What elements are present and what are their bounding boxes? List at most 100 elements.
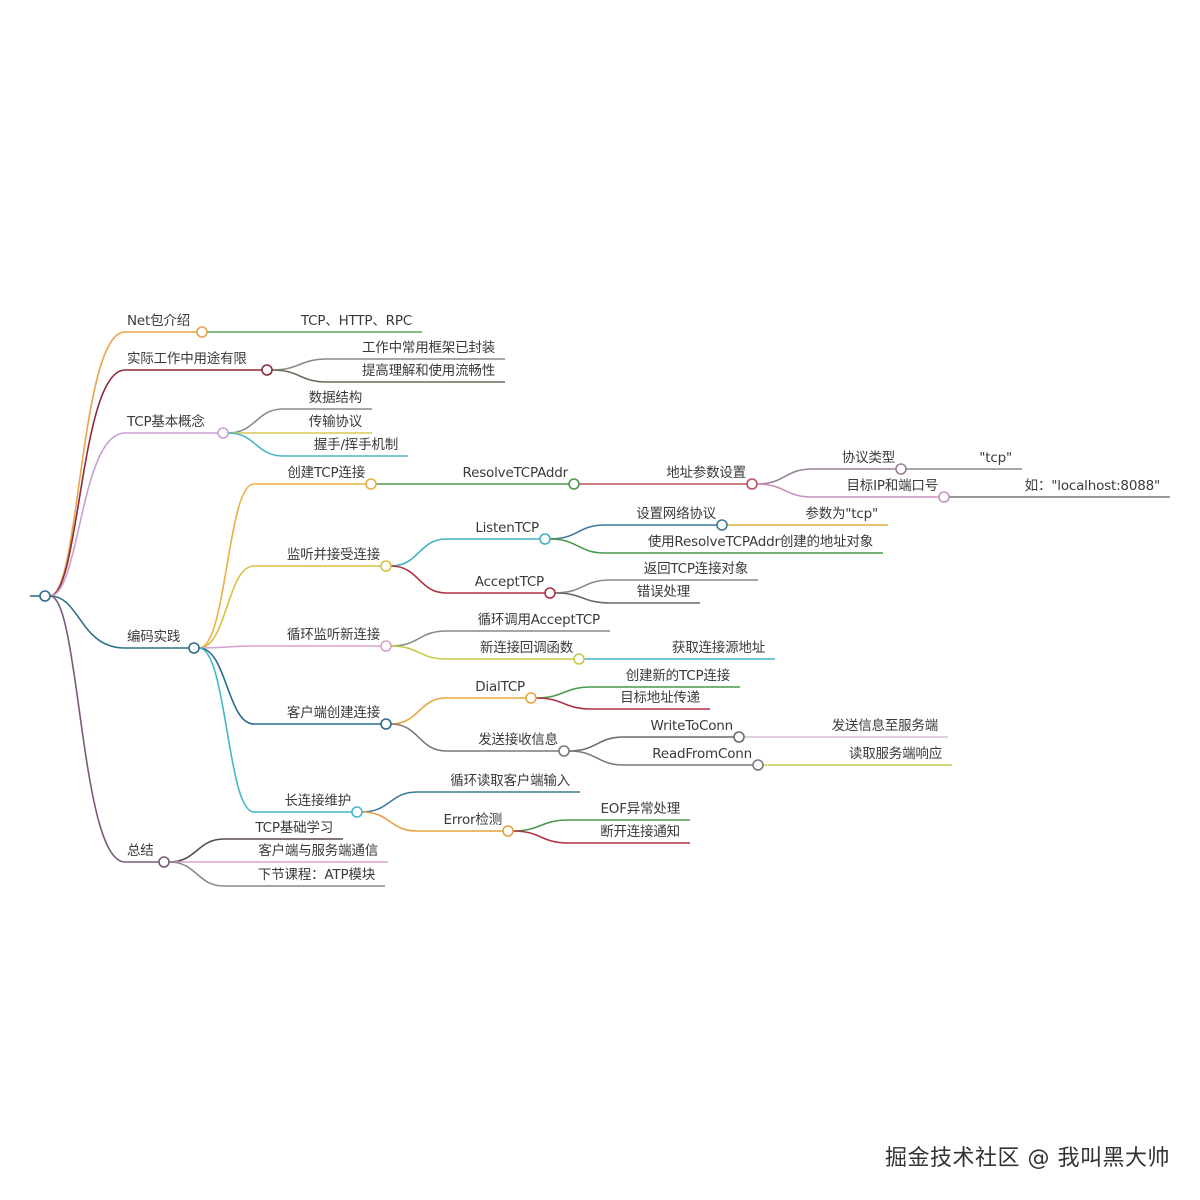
node-dial1[interactable]: 创建新的TCP连接 bbox=[625, 668, 730, 684]
link-accept bbox=[390, 565, 545, 594]
node-proto[interactable]: 协议类型 bbox=[841, 450, 895, 466]
collapse-toggle-loop[interactable] bbox=[380, 640, 392, 652]
link-loop1 bbox=[390, 630, 610, 647]
collapse-toggle-root[interactable] bbox=[39, 590, 51, 602]
node-sendrecv[interactable]: 发送接收信息 bbox=[478, 732, 558, 748]
node-write[interactable]: WriteToConn bbox=[650, 718, 734, 734]
collapse-toggle-write[interactable] bbox=[733, 731, 745, 743]
link-work bbox=[49, 369, 262, 597]
node-useaddr[interactable]: 使用ResolveTCPAddr创建的地址对象 bbox=[647, 534, 873, 550]
collapse-toggle-sendrecv[interactable] bbox=[558, 745, 570, 757]
node-sum3[interactable]: 下节课程：ATP模块 bbox=[257, 867, 375, 883]
node-work[interactable]: 实际工作中用途有限 bbox=[127, 351, 247, 367]
link-ip bbox=[756, 483, 939, 498]
node-basic3[interactable]: 握手/挥手机制 bbox=[313, 437, 398, 453]
link-useaddr bbox=[549, 538, 883, 554]
node-read1[interactable]: 读取服务端响应 bbox=[848, 746, 942, 762]
collapse-toggle-resolve[interactable] bbox=[568, 478, 580, 490]
link-create bbox=[198, 483, 366, 649]
collapse-toggle-addr[interactable] bbox=[746, 478, 758, 490]
link-listen bbox=[198, 565, 381, 649]
node-read[interactable]: ReadFromConn bbox=[652, 746, 752, 762]
node-listentcp[interactable]: ListenTCP bbox=[475, 520, 539, 536]
node-err1[interactable]: EOF异常处理 bbox=[600, 801, 680, 817]
link-client bbox=[198, 647, 381, 725]
link-listentcp bbox=[390, 538, 540, 567]
link-basic3 bbox=[227, 432, 408, 457]
collapse-toggle-basic[interactable] bbox=[217, 427, 229, 439]
link-dial bbox=[390, 697, 526, 725]
collapse-toggle-accept[interactable] bbox=[544, 587, 556, 599]
collapse-toggle-proto[interactable] bbox=[895, 463, 907, 475]
link-keep bbox=[198, 647, 352, 813]
node-create[interactable]: 创建TCP连接 bbox=[287, 465, 365, 481]
link-accept2 bbox=[554, 592, 700, 604]
node-ip[interactable]: 目标IP和端口号 bbox=[846, 478, 938, 494]
collapse-toggle-net[interactable] bbox=[196, 326, 208, 338]
link-work2 bbox=[271, 369, 505, 383]
link-sendrecv bbox=[390, 723, 559, 752]
node-dial[interactable]: DialTCP bbox=[475, 679, 525, 695]
collapse-toggle-listentcp[interactable] bbox=[539, 533, 551, 545]
node-err2[interactable]: 断开连接通知 bbox=[600, 824, 680, 840]
node-work1[interactable]: 工作中常用框架已封装 bbox=[362, 340, 495, 356]
node-dial2[interactable]: 目标地址传递 bbox=[620, 690, 700, 706]
collapse-toggle-create[interactable] bbox=[365, 478, 377, 490]
node-resolve[interactable]: ResolveTCPAddr bbox=[462, 465, 569, 481]
link-write bbox=[568, 736, 734, 752]
node-accept1[interactable]: 返回TCP连接对象 bbox=[643, 561, 748, 577]
collapse-toggle-keep[interactable] bbox=[351, 806, 363, 818]
node-ip1[interactable]: 如："localhost:8088" bbox=[1024, 478, 1161, 494]
link-sum3 bbox=[168, 861, 385, 887]
node-net[interactable]: Net包介绍 bbox=[127, 313, 190, 329]
collapse-toggle-code[interactable] bbox=[188, 642, 200, 654]
node-netproto[interactable]: 设置网络协议 bbox=[636, 506, 716, 522]
collapse-toggle-netproto[interactable] bbox=[716, 519, 728, 531]
node-sum1[interactable]: TCP基础学习 bbox=[255, 820, 333, 836]
node-basic1[interactable]: 数据结构 bbox=[308, 390, 362, 406]
node-basic[interactable]: TCP基本概念 bbox=[127, 414, 205, 430]
collapse-toggle-callback[interactable] bbox=[573, 653, 585, 665]
node-addr[interactable]: 地址参数设置 bbox=[666, 465, 746, 481]
collapse-toggle-sum[interactable] bbox=[158, 856, 170, 868]
node-keep[interactable]: 长连接维护 bbox=[284, 793, 352, 809]
link-sum bbox=[49, 595, 159, 863]
node-client[interactable]: 客户端创建连接 bbox=[286, 705, 380, 721]
node-write1[interactable]: 发送信息至服务端 bbox=[831, 718, 939, 734]
collapse-toggle-read[interactable] bbox=[752, 759, 764, 771]
node-net1[interactable]: TCP、HTTP、RPC bbox=[300, 313, 412, 329]
node-loop[interactable]: 循环监听新连接 bbox=[286, 627, 380, 643]
collapse-toggle-work[interactable] bbox=[261, 364, 273, 376]
collapse-toggle-ip[interactable] bbox=[938, 491, 950, 503]
link-loop bbox=[198, 645, 381, 649]
link-code bbox=[49, 595, 189, 649]
node-callback1[interactable]: 获取连接源地址 bbox=[671, 640, 765, 656]
node-accept2[interactable]: 错误处理 bbox=[636, 584, 690, 600]
link-read bbox=[568, 750, 753, 766]
link-err bbox=[361, 811, 503, 832]
link-basic1 bbox=[227, 408, 372, 434]
node-sum2[interactable]: 客户端与服务端通信 bbox=[258, 843, 378, 859]
node-code[interactable]: 编码实践 bbox=[127, 629, 181, 645]
node-netproto1[interactable]: 参数为"tcp" bbox=[805, 506, 878, 522]
node-err[interactable]: Error检测 bbox=[443, 812, 502, 828]
collapse-toggle-err[interactable] bbox=[502, 825, 514, 837]
link-err2 bbox=[512, 830, 690, 844]
collapse-toggle-client[interactable] bbox=[380, 718, 392, 730]
collapse-toggle-listen[interactable] bbox=[380, 560, 392, 572]
node-basic2[interactable]: 传输协议 bbox=[308, 414, 362, 430]
link-accept1 bbox=[554, 579, 758, 594]
node-work2[interactable]: 提高理解和使用流畅性 bbox=[362, 363, 495, 379]
collapse-toggle-dial[interactable] bbox=[525, 692, 537, 704]
node-keep1[interactable]: 循环读取客户端输入 bbox=[450, 773, 570, 789]
node-loop1[interactable]: 循环调用AcceptTCP bbox=[477, 612, 601, 628]
link-netproto bbox=[549, 524, 717, 540]
node-callback[interactable]: 新连接回调函数 bbox=[479, 640, 573, 656]
node-sum[interactable]: 总结 bbox=[127, 843, 154, 859]
node-proto1[interactable]: "tcp" bbox=[979, 450, 1012, 466]
link-dial2 bbox=[535, 697, 710, 710]
node-listen[interactable]: 监听并接受连接 bbox=[286, 547, 380, 563]
node-accept[interactable]: AcceptTCP bbox=[474, 574, 544, 590]
